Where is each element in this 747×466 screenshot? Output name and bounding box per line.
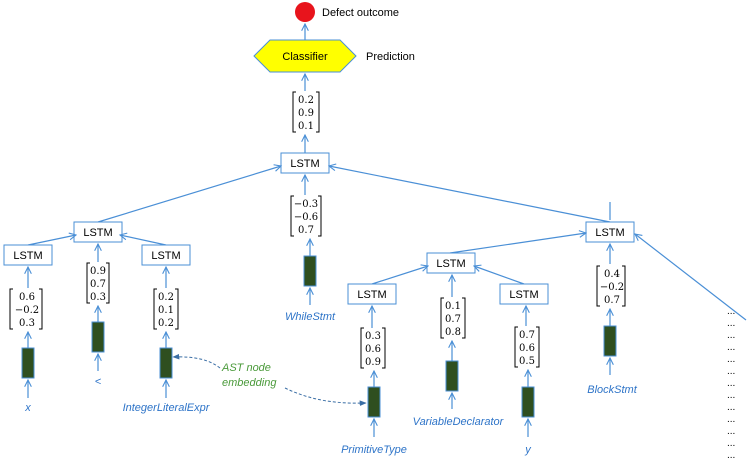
x-embedding — [21, 347, 35, 379]
primitive-vector: 0.3 0.6 0.9 — [360, 327, 386, 369]
token-x: x — [24, 402, 31, 414]
lstm-intlit — [141, 244, 191, 266]
ellipsis-7: ... — [727, 378, 735, 389]
lstm-right-label: LSTM — [595, 227, 624, 239]
ellipsis-4: ... — [727, 342, 735, 353]
token-y: y — [524, 444, 532, 456]
primitive-vector-v2: 0.6 — [365, 344, 381, 355]
x-vector-v3: 0.3 — [19, 318, 35, 329]
ellipsis-11: ... — [727, 426, 735, 437]
lstm-y — [499, 283, 549, 305]
lstm-primitive-label: LSTM — [357, 289, 386, 301]
while-vector-v3: 0.7 — [298, 225, 314, 236]
lstm-intlit-label: LSTM — [151, 250, 180, 262]
lstm-root — [280, 152, 330, 174]
while-vector-v2: −0.6 — [294, 212, 318, 223]
block-embedding — [603, 325, 617, 357]
annotation-line1: AST node — [221, 362, 271, 374]
while-vector-v1: −0.3 — [294, 199, 318, 210]
vardecl-vector-v1: 0.1 — [445, 301, 461, 312]
lstm-x-label: LSTM — [13, 250, 42, 262]
intlit-vector-v1: 0.2 — [158, 292, 174, 303]
primitive-vector-v3: 0.9 — [365, 357, 381, 368]
lt-vector-v1: 0.9 — [90, 266, 106, 277]
while-embedding — [303, 255, 317, 287]
ellipsis-8: ... — [727, 390, 735, 401]
prediction-label: Prediction — [366, 51, 415, 63]
classifier-label: Classifier — [282, 51, 328, 63]
token-blockstmt: BlockStmt — [587, 384, 637, 396]
ellipsis-column: ... ... ... ... ... ... ... ... ... ... … — [727, 306, 735, 461]
primitive-embedding — [367, 386, 381, 418]
ellipsis-6: ... — [727, 366, 735, 377]
lstm-y-label: LSTM — [509, 289, 538, 301]
defect-outcome-label: Defect outcome — [322, 7, 399, 19]
vardecl-vector-v3: 0.8 — [445, 327, 461, 338]
ellipsis-13: ... — [727, 450, 735, 461]
lt-vector-v2: 0.7 — [90, 279, 106, 290]
y-vector-v3: 0.5 — [519, 356, 535, 367]
intlit-vector-v2: 0.1 — [158, 305, 174, 316]
while-vector: −0.3 −0.6 0.7 — [290, 195, 322, 237]
intlit-vector: 0.2 0.1 0.2 — [153, 288, 179, 330]
ellipsis-2: ... — [727, 318, 735, 329]
root-vector: 0.2 0.9 0.1 — [292, 91, 320, 133]
ellipsis-10: ... — [727, 414, 735, 425]
ellipsis-12: ... — [727, 438, 735, 449]
x-vector-v2: −0.2 — [15, 305, 39, 316]
root-vector-v3: 0.1 — [298, 121, 314, 132]
vardecl-vector-v2: 0.7 — [445, 314, 461, 325]
x-vector: 0.6 −0.2 0.3 — [9, 288, 43, 330]
primitive-vector-v1: 0.3 — [365, 331, 381, 342]
token-variabledeclarator: VariableDeclarator — [413, 416, 505, 428]
lstm-middle — [426, 252, 476, 274]
x-vector-v1: 0.6 — [19, 292, 35, 303]
classifier-node — [253, 39, 357, 73]
y-vector: 0.7 0.6 0.5 — [514, 326, 540, 368]
ellipsis-3: ... — [727, 330, 735, 341]
y-embedding — [521, 386, 535, 418]
ellipsis-1: ... — [727, 306, 735, 317]
root-vector-v1: 0.2 — [298, 95, 314, 106]
annotation-arrow-right — [284, 387, 367, 407]
lstm-left — [73, 221, 123, 243]
token-whilestmt: WhileStmt — [285, 311, 336, 323]
lstm-root-label: LSTM — [290, 158, 319, 170]
lstm-primitive — [347, 283, 397, 305]
lstm-middle-label: LSTM — [436, 258, 465, 270]
ellipsis-9: ... — [727, 402, 735, 413]
lt-embedding — [91, 321, 105, 353]
root-vector-v2: 0.9 — [298, 108, 314, 119]
intlit-embedding — [159, 347, 173, 379]
y-vector-v2: 0.6 — [519, 343, 535, 354]
token-lt: < — [95, 376, 102, 388]
y-vector-v1: 0.7 — [519, 330, 535, 341]
lstm-x — [3, 244, 53, 266]
vardecl-vector: 0.1 0.7 0.8 — [440, 297, 466, 339]
block-vector-v1: 0.4 — [604, 269, 620, 280]
intlit-vector-v3: 0.2 — [158, 318, 174, 329]
vardecl-embedding — [445, 360, 459, 392]
lstm-left-label: LSTM — [83, 227, 112, 239]
annotation-line2: embedding — [222, 377, 277, 389]
token-integerliteralexpr: IntegerLiteralExpr — [123, 402, 211, 414]
block-vector-v3: 0.7 — [604, 295, 620, 306]
defect-outcome-node — [295, 2, 315, 22]
token-primitivetype: PrimitiveType — [341, 444, 407, 456]
block-vector-v2: −0.2 — [600, 282, 624, 293]
annotation-arrow-left — [172, 353, 221, 369]
lt-vector: 0.9 0.7 0.3 — [86, 262, 110, 304]
block-vector: 0.4 −0.2 0.7 — [596, 265, 626, 307]
lt-vector-v3: 0.3 — [90, 292, 106, 303]
ellipsis-5: ... — [727, 354, 735, 365]
